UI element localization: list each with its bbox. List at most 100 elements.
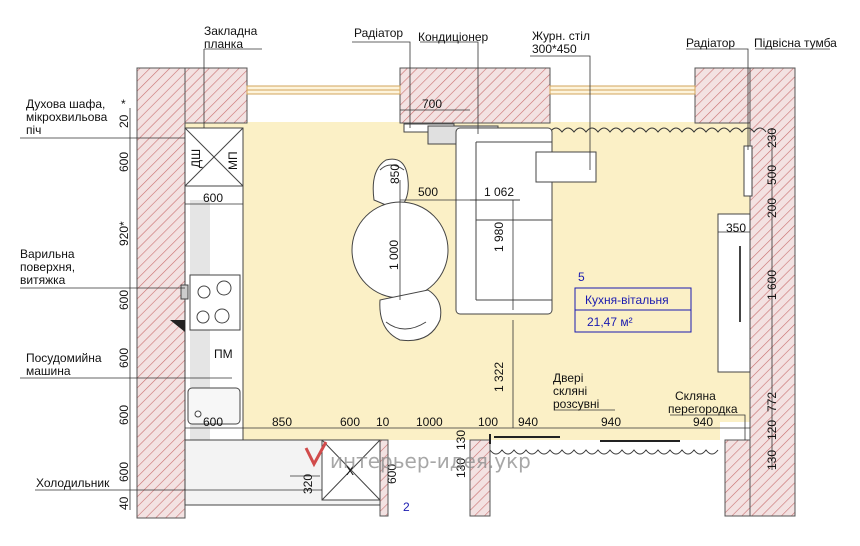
chair-bottom-back <box>385 321 427 330</box>
sofa <box>455 127 553 315</box>
label-fridge: Холодильник <box>36 476 110 490</box>
walls <box>136 67 796 519</box>
dim-right-6: 130 <box>765 450 779 470</box>
wall-bottom-mid <box>469 439 491 517</box>
label-partition-2: перегородка <box>668 402 738 416</box>
curtain-bottom <box>489 449 719 455</box>
hob-ring-3 <box>196 310 210 324</box>
label-x: X <box>346 464 354 478</box>
label-hob-3: витяжка <box>20 273 66 287</box>
label-dishwasher-1: Посудомийна <box>26 351 102 365</box>
dim-right-1: 500 <box>765 165 779 185</box>
room-area: 21,47 м² <box>587 315 633 329</box>
label-mp: МП <box>226 151 240 170</box>
room-number: 5 <box>578 270 585 284</box>
label-partition-1: Скляна <box>675 389 716 403</box>
label-radiator-1: Радіатор <box>354 26 403 40</box>
dim-left-0: 20 <box>117 114 131 128</box>
hob <box>189 274 241 331</box>
label-oven-3: піч <box>26 123 41 137</box>
sliding-doors <box>489 434 680 444</box>
watermark-text: интерьер-идея.укр <box>330 449 531 473</box>
dim-left-7: 600 <box>117 462 131 482</box>
label-oven-2: мікрохвильова <box>26 110 108 124</box>
wall-top-middle <box>399 67 551 124</box>
room-name: Кухня-вітальня <box>585 293 669 307</box>
annotation-labels: Закладна планка Радіатор Кондиціонер Жур… <box>20 24 837 490</box>
dim-left-5: 600 <box>117 348 131 368</box>
hob-knob <box>180 284 189 300</box>
dim-radiator-width: 700 <box>422 97 442 111</box>
dim-right-2: 200 <box>765 198 779 218</box>
chair-top <box>372 158 409 211</box>
dim-bottom-0: 850 <box>272 415 292 429</box>
dimension-lines <box>129 108 773 510</box>
label-pm: ПМ <box>214 347 233 361</box>
label-radiator-2: Радіатор <box>686 36 735 50</box>
dim-tv-depth: 350 <box>726 221 746 235</box>
dim-left-3: 920* <box>117 221 131 246</box>
label-dsh: ДШ <box>189 149 203 168</box>
dim-bottom-2: 10 <box>376 415 390 429</box>
dim-right-4: 772 <box>765 392 779 412</box>
radiator-right <box>743 145 753 197</box>
hob-ring-4 <box>214 308 230 324</box>
label-coffee-table-2: 300*450 <box>532 42 577 56</box>
label-mounting-bar-2: планка <box>204 37 243 51</box>
room-tag: 5 Кухня-вітальня 21,47 м² 2 <box>403 270 692 514</box>
dim-table-diameter: 1 000 <box>387 240 401 270</box>
dim-sofa-length: 1 980 <box>492 222 506 252</box>
dim-bottom-1: 600 <box>340 415 360 429</box>
chair-bottom <box>379 289 442 342</box>
hob-ring-2 <box>216 280 232 296</box>
dim-bottom-5: 940 <box>518 415 538 429</box>
dim-kitchen-width-top: 600 <box>203 191 223 205</box>
floor-area <box>180 122 720 440</box>
wall-left <box>136 67 186 519</box>
dim-table-height: 850 <box>388 164 402 184</box>
label-coffee-table-1: Журн. стіл <box>532 29 590 43</box>
dim-bottom-4: 100 <box>478 415 498 429</box>
label-conditioner: Кондиціонер <box>418 30 489 44</box>
wall-right <box>749 67 796 517</box>
dim-fridge-depth: 320 <box>301 474 315 494</box>
label-oven-1: Духова шафа, <box>26 97 105 111</box>
hob-marker <box>170 320 185 332</box>
leader-lines <box>20 41 830 491</box>
dim-sofa-to-wall: 1 322 <box>492 362 506 392</box>
label-doors-2: скляні <box>553 384 587 398</box>
dim-sofa-width: 1 062 <box>484 185 514 199</box>
dim-bottom-small-1: 130 <box>454 458 468 478</box>
sink-drain <box>194 410 202 418</box>
label-hanging-cabinet: Підвісна тумба <box>754 36 837 50</box>
windows <box>246 85 696 95</box>
watermark-logo-icon <box>304 441 328 468</box>
dim-right-3: 1 600 <box>765 270 779 300</box>
dim-right-0: 230 <box>765 128 779 148</box>
dimension-texts: 20 * 600 920* 600 600 600 600 40 230 500… <box>117 97 779 510</box>
dim-left-8: 40 <box>117 496 131 510</box>
dim-right-5: 120 <box>765 420 779 440</box>
dim-left-2: 600 <box>117 152 131 172</box>
dim-fridge-side: 600 <box>385 464 399 484</box>
hanging-cabinet <box>717 213 751 373</box>
hob-ring-1 <box>197 285 211 299</box>
wall-bottom-right <box>724 439 751 517</box>
dim-bottom-6: 940 <box>601 415 621 429</box>
dim-left-4: 600 <box>117 290 131 310</box>
label-mounting-bar-1: Закладна <box>204 24 258 38</box>
dim-left-1: * <box>121 97 126 111</box>
kitchen-counter <box>170 127 381 506</box>
label-dishwasher-2: машина <box>26 364 71 378</box>
sofa-body <box>455 127 553 315</box>
dim-left-6: 600 <box>117 405 131 425</box>
dim-kitchen-width-bottom: 600 <box>203 415 223 429</box>
label-doors-3: розсувні <box>553 397 599 411</box>
label-hob-1: Варильна <box>20 247 75 261</box>
dim-bottom-small-0: 130 <box>454 430 468 450</box>
label-hob-2: поверхня, <box>20 260 75 274</box>
next-room-number: 2 <box>403 500 410 514</box>
coffee-table <box>535 151 597 183</box>
watermark: интерьер-идея.укр <box>304 441 531 473</box>
